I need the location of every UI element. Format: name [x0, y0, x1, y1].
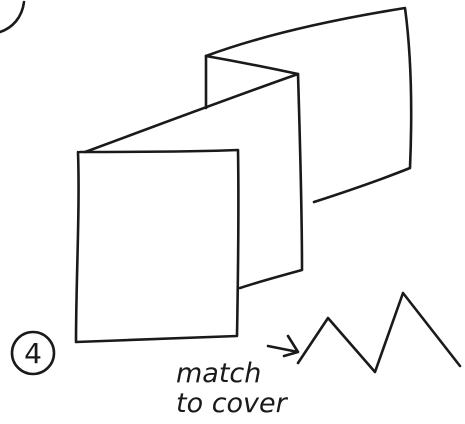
- third-panel-top-edge: [204, 54, 300, 76]
- step-number: 4: [24, 337, 42, 370]
- front-panel: [74, 148, 240, 344]
- note-line-2: to cover: [176, 388, 289, 419]
- previous-step-circle-fragment: [0, 0, 26, 34]
- second-panel: [83, 72, 304, 290]
- arrow-icon: [266, 334, 300, 358]
- zigzag-side-view: [296, 291, 462, 374]
- back-panel: [204, 6, 413, 204]
- note-line-1: match: [176, 358, 261, 389]
- step-number-circle: [10, 330, 56, 376]
